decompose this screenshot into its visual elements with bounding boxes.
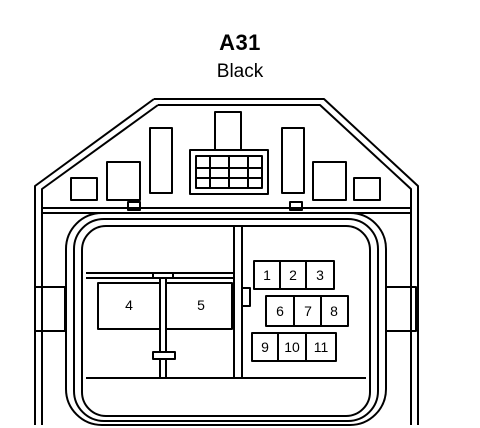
rib-small-1 [70,177,98,201]
cavity-3-label: 3 [316,267,324,283]
seal-outer [65,212,387,426]
cavity-9-label: 9 [261,339,269,355]
side-ear-left [34,286,66,332]
housing-inner-outline [41,104,412,425]
housing-outline [34,98,419,425]
cavity-4 [97,282,161,330]
rib-right [281,127,305,194]
connector-color: Black [216,61,264,82]
rib-small-3 [312,161,347,201]
cavity-row3-frame [251,332,337,362]
cavity-2-label: 2 [289,267,297,283]
cavity-5-label: 5 [197,297,205,313]
cavity-4-label: 4 [125,297,133,313]
divider-notch [242,287,251,307]
cavity-11-label: 11 [314,339,329,355]
cavity-10-label: 10 [284,339,300,355]
left-block-post [152,351,176,360]
cavity-row2-frame [265,295,349,327]
cavity-8-label: 8 [330,303,338,319]
seal-middle [73,218,379,422]
rib-small-2 [106,161,141,201]
latch-assembly [189,111,269,195]
cavity-5 [165,282,233,330]
shelf-tab-right [289,201,303,211]
cavity-row1-frame [253,260,335,290]
shelf-tab-left [127,201,141,211]
connector-id: A31 [219,30,261,55]
cavity-6-label: 6 [276,303,284,319]
left-block-key [152,272,174,279]
seal-inner [81,225,371,417]
cavity-1-label: 1 [263,267,271,283]
cavity-7-label: 7 [304,303,312,319]
rib-small-4 [353,177,381,201]
rib-left [149,127,173,194]
